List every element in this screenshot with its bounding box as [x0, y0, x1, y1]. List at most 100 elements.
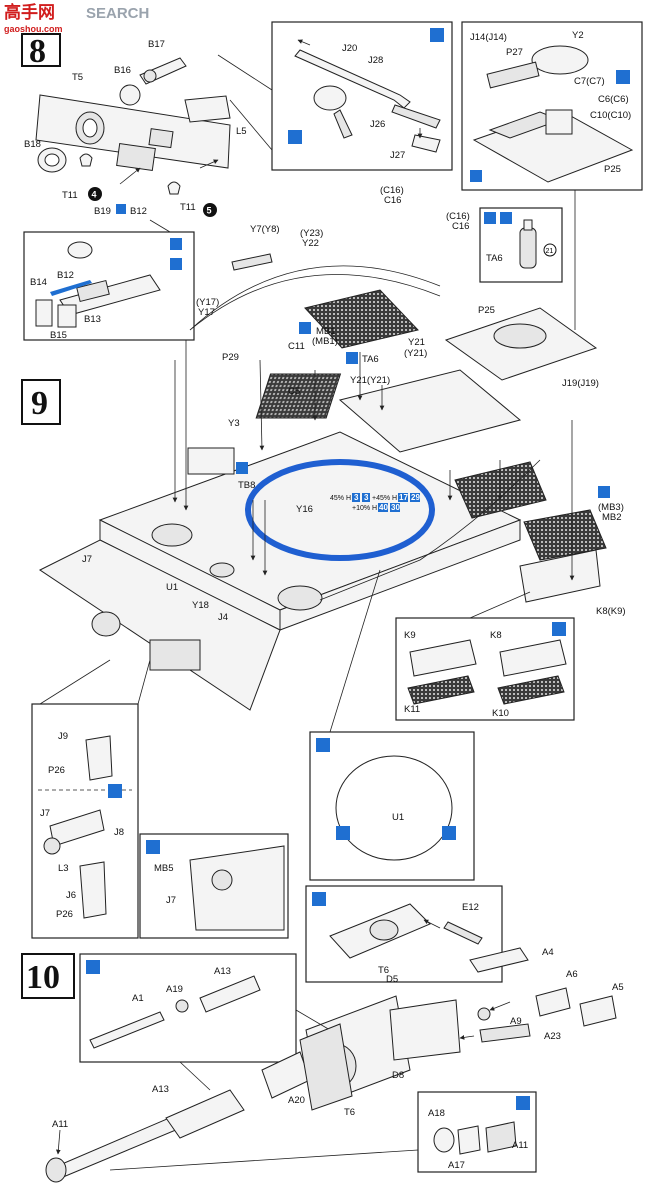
part-t6-lower	[299, 1023, 353, 1111]
label-mb5: MB5	[154, 863, 174, 874]
label-b17: B17	[148, 39, 165, 50]
label-y22: Y22	[302, 238, 319, 249]
label-a13-a: A13	[214, 966, 231, 977]
label-a6: A6	[566, 969, 578, 980]
part-a18	[433, 1127, 455, 1153]
callout-21	[543, 243, 557, 257]
part-p26-lower	[79, 861, 107, 919]
label-c16-a2: C16	[384, 195, 401, 206]
part-a1-barrel	[89, 1011, 165, 1049]
cement-icon-tb8	[236, 462, 248, 474]
part-j26-grip	[313, 85, 353, 139]
label-a1: A1	[132, 993, 144, 1004]
step-8-number: 8	[29, 33, 46, 70]
label-c10: C10(C10)	[590, 110, 631, 121]
label-a19: A19	[166, 984, 183, 995]
label-mb1-b: (MB1)	[312, 336, 338, 347]
part-t5-plate	[35, 94, 231, 171]
hull-front-plate	[39, 539, 281, 711]
label-b13: B13	[84, 314, 101, 325]
label-p25-b: P25	[478, 305, 495, 316]
watermark-cn: 高手网	[4, 2, 55, 22]
label-c6: C6(C6)	[598, 94, 629, 105]
label-k8-b: K8	[490, 630, 502, 641]
label-y21-a: Y21	[408, 337, 425, 348]
hull-top-main	[98, 431, 522, 631]
label-j7-a: J7	[82, 554, 92, 565]
label-mb2: MB2	[602, 512, 622, 523]
part-k9-k11	[407, 639, 477, 705]
part-t6-mantlet	[329, 903, 431, 959]
paint-a-v2: 3	[364, 493, 369, 502]
label-p26-b: P26	[56, 909, 73, 920]
paint-a-pct: 45%	[330, 495, 344, 502]
label-a11-a: A11	[52, 1119, 68, 1130]
part-p25-lower	[444, 307, 598, 381]
step-10-box	[21, 953, 75, 999]
part-a11-muzzle	[485, 1121, 517, 1153]
glue-icon-ta6-inset	[484, 212, 496, 224]
paint-mix-callout: 45% H 3 3 +45% H 17 29 +10% H 40 30	[330, 493, 420, 512]
paint-a-v1: 3	[354, 493, 359, 502]
glue-icon-t6-inset	[312, 892, 326, 906]
cement-icon-u1-left	[336, 826, 350, 840]
paint-c-v1: 40	[379, 503, 388, 512]
part-j28-barrel	[294, 49, 441, 129]
watermark-site: gaoshou.com	[4, 24, 63, 34]
part-a5	[579, 995, 617, 1027]
label-j4: J4	[218, 612, 228, 623]
label-j20: J20	[342, 43, 357, 54]
label-c16-a1: (C16)	[380, 185, 404, 196]
part-b18	[37, 147, 67, 173]
part-a17	[457, 1125, 481, 1155]
part-b16	[119, 84, 141, 106]
part-a6	[535, 987, 571, 1017]
label-p25-a: P25	[604, 164, 621, 175]
label-p26-a: P26	[48, 765, 65, 776]
label-b19: B19	[94, 206, 111, 217]
label-a17: A17	[448, 1160, 465, 1171]
part-a4	[469, 947, 529, 973]
label-d5: D5	[386, 974, 398, 985]
label-y21-b: (Y21)	[404, 348, 427, 359]
paint-b-v1: 17	[399, 493, 408, 502]
cement-icon-b-inset	[170, 258, 182, 270]
label-ta6-a: TA6	[486, 253, 503, 264]
glue-icon-mb1	[299, 322, 311, 334]
part-k8-k10	[497, 639, 567, 705]
part-mb3-mesh	[523, 509, 607, 561]
part-l5	[184, 95, 231, 123]
part-j8-assembly	[43, 809, 105, 855]
paint-a-code: H	[346, 495, 351, 502]
sub-step-5: 5	[207, 206, 212, 216]
sub-step-4-marker	[88, 187, 102, 201]
label-a13-b: A13	[152, 1084, 169, 1095]
cement-icon-ta6	[346, 352, 358, 364]
label-d8: D8	[392, 1070, 404, 1081]
step-8-box	[21, 33, 61, 67]
label-y18: Y18	[192, 600, 209, 611]
label-t11-b: T11	[180, 202, 196, 213]
label-y17-b: Y17	[198, 307, 215, 318]
cement-icon	[116, 204, 126, 214]
part-y3-box	[187, 447, 235, 475]
step-9-number: 9	[31, 385, 48, 422]
glue-icon-b-inset	[170, 238, 182, 250]
part-t11-a	[79, 153, 93, 167]
label-a9: A9	[510, 1016, 522, 1027]
part-y22-cable	[189, 265, 441, 331]
paint-b-v2: 29	[411, 493, 420, 502]
label-l3: L3	[58, 863, 69, 874]
step-10-number: 10	[26, 959, 60, 996]
label-k8: K8(K9)	[596, 606, 626, 617]
label-c11: C11	[288, 341, 305, 352]
label-mb3: (MB3)	[598, 502, 624, 513]
label-t5: T5	[72, 72, 83, 83]
label-u1-a: U1	[166, 582, 178, 593]
part-e12-pin	[443, 921, 483, 945]
glue-icon-barrel-inset	[86, 960, 100, 974]
label-b12-a: B12	[130, 206, 147, 217]
label-mb1-a: MB1	[316, 326, 336, 337]
label-j27: J27	[390, 150, 405, 161]
